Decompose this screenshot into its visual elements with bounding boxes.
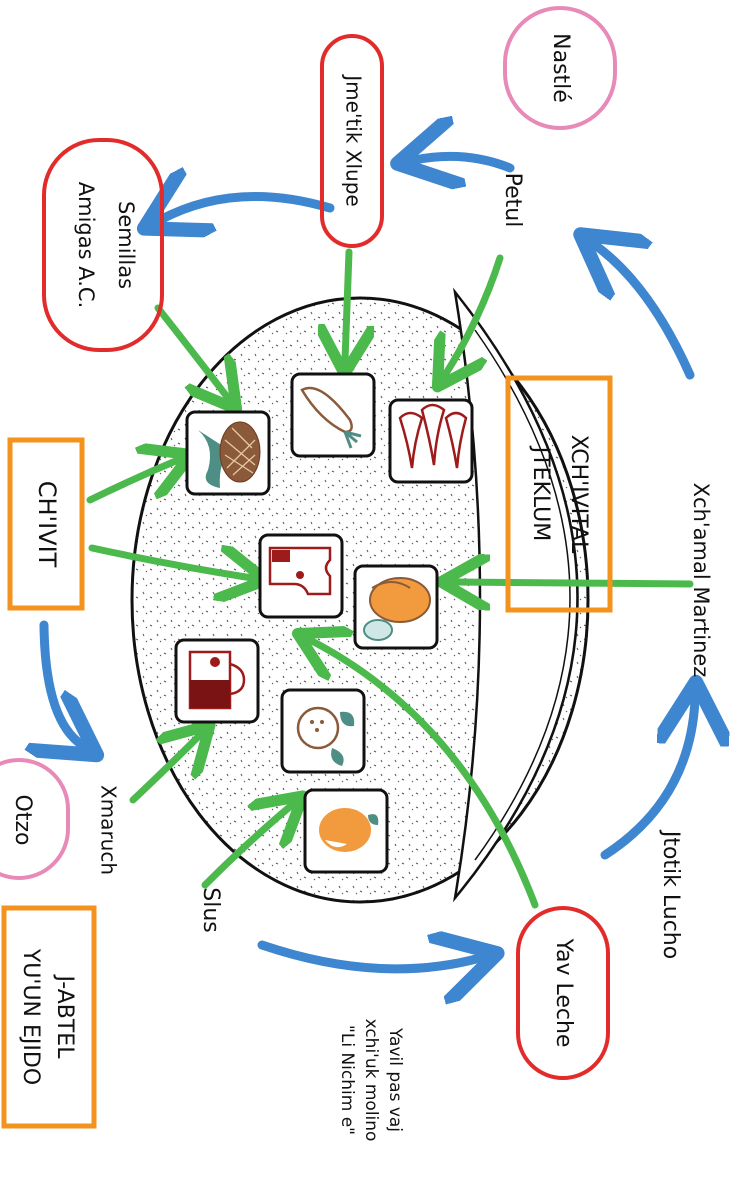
green-arrow-jmetik-to-carrot — [345, 248, 349, 360]
carrot-icon — [290, 372, 376, 458]
jtotik-lucho-label: Jtotik Lucho — [658, 829, 683, 959]
label-xchivital-jteklum: XCH'IVITAL JTEKLUM — [505, 375, 613, 613]
xchivital-text-line1: XCH'IVITAL — [566, 435, 591, 554]
green-arrow-chivit-to-meat — [88, 544, 252, 578]
drink-icon — [174, 638, 260, 724]
label-yav-leche: Yav Leche — [516, 906, 610, 1080]
yavil-text-line3: "Li Nichim e" — [337, 1025, 357, 1135]
jabtel-text-line2: YU'UN EJIDO — [18, 948, 43, 1085]
yav-leche-text: Yav Leche — [551, 938, 576, 1048]
fish-icon — [388, 398, 474, 484]
yavil-text-line2: xchi'uk molino — [361, 1019, 381, 1142]
label-jmetik-xlupe: Jme'tik Xlupe — [320, 34, 384, 248]
xchamal-martinez-label: Xch'amal Martinez — [689, 483, 713, 678]
green-arrow-chivit-to-corn — [86, 460, 178, 504]
basket-lid — [452, 287, 579, 903]
semillas-text-line2: Amigas A.C. — [74, 182, 98, 308]
label-nastle: Nastlé — [503, 6, 617, 130]
label-yavil-pas-vaj: Yavil pas vaj xchi'uk molino "Li Nichim … — [337, 1019, 405, 1142]
meat-icon — [258, 533, 344, 619]
jabtel-text-line1: J-ABTEL — [52, 974, 77, 1060]
blue-arrow-slus-to-yavleche — [257, 945, 480, 969]
label-jabtel-yuun-ejido: J-ABTEL YU'UN EJIDO — [1, 905, 97, 1129]
corn-icon — [185, 410, 271, 496]
bread-icon — [353, 564, 439, 650]
blue-arrow-jmetik-to-semillas — [160, 196, 335, 220]
basket-lid-rim — [474, 329, 571, 861]
label-otzo: Otzo — [0, 758, 70, 880]
green-arrow-martinez-to-bread — [455, 582, 694, 584]
green-arrow-petul-to-fish — [445, 254, 504, 375]
label-semillas-amigas: Semillas Amigas A.C. — [42, 138, 164, 352]
xmaruch-label: Xmaruch — [97, 785, 121, 875]
green-arrow-slus-to-orange — [201, 805, 292, 889]
orange-icon — [303, 788, 389, 874]
label-chivit: CH'IVIT — [7, 437, 85, 611]
blue-arrow-martinez-to-petul — [595, 245, 695, 380]
semillas-text-line1: Semillas — [114, 201, 138, 289]
petul-label: Petul — [500, 173, 525, 228]
chivit-text: CH'IVIT — [33, 481, 61, 568]
blue-arrow-petul-to-jmetik — [415, 156, 515, 168]
green-arrow-xmaruch-to-drink — [129, 735, 200, 804]
slus-label: Slus — [198, 887, 223, 932]
blue-arrow-chivit-to-xmaruch — [44, 620, 82, 745]
coconut-icon — [280, 688, 366, 774]
blue-arrow-jtotik-to-martinez — [600, 700, 695, 860]
green-arrow-semillas-to-corn — [154, 304, 228, 398]
jmetik-xlupe-text: Jme'tik Xlupe — [342, 73, 366, 206]
yavil-text-line1: Yavil pas vaj — [385, 1027, 405, 1132]
blue-arrows — [44, 156, 695, 968]
xchivital-text-line2: JTEKLUM — [528, 445, 553, 542]
otzo-text: Otzo — [10, 795, 35, 846]
nastle-text: Nastlé — [548, 33, 573, 103]
green-arrow-yavleche-to-meat — [310, 640, 539, 909]
green-arrows — [86, 248, 694, 909]
